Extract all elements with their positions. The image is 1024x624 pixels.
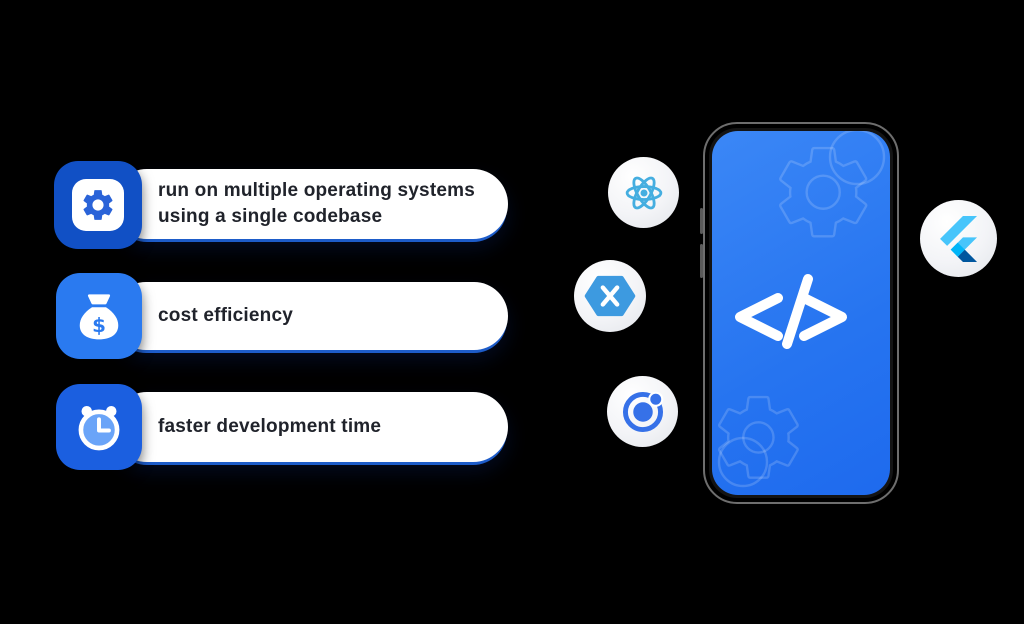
alarm-clock-icon (78, 406, 120, 451)
benefit-tile: $ (56, 273, 142, 359)
flutter-icon (939, 215, 977, 262)
benefit-pill: run on multiple operating systems using … (112, 169, 508, 239)
ionic-icon (622, 391, 663, 432)
benefit-pill: faster development time (112, 392, 508, 462)
volume-button-bottom (700, 244, 703, 278)
framework-badge-flutter (920, 200, 997, 277)
benefit-text: cost efficiency (158, 305, 293, 326)
react-icon (625, 176, 662, 209)
benefit-text: faster development time (158, 416, 382, 437)
benefit-tile (56, 384, 142, 470)
code-icon (735, 274, 847, 349)
benefit-tile (54, 161, 142, 249)
framework-badge-ionic (607, 376, 678, 447)
phone-screen (712, 131, 890, 495)
dollar-sign: $ (92, 314, 106, 337)
xamarin-icon (584, 275, 636, 317)
phone-mockup (700, 122, 899, 504)
benefit-text: run on multiple operating systems using … (158, 180, 475, 227)
framework-badge-react (608, 157, 679, 228)
gear-icon (72, 179, 124, 231)
volume-button-top (700, 208, 703, 234)
money-bag-icon: $ (79, 294, 119, 340)
framework-badge-xamarin (574, 260, 646, 332)
benefit-pill: cost efficiency (112, 282, 508, 350)
screen-gears-decoration (712, 131, 890, 495)
